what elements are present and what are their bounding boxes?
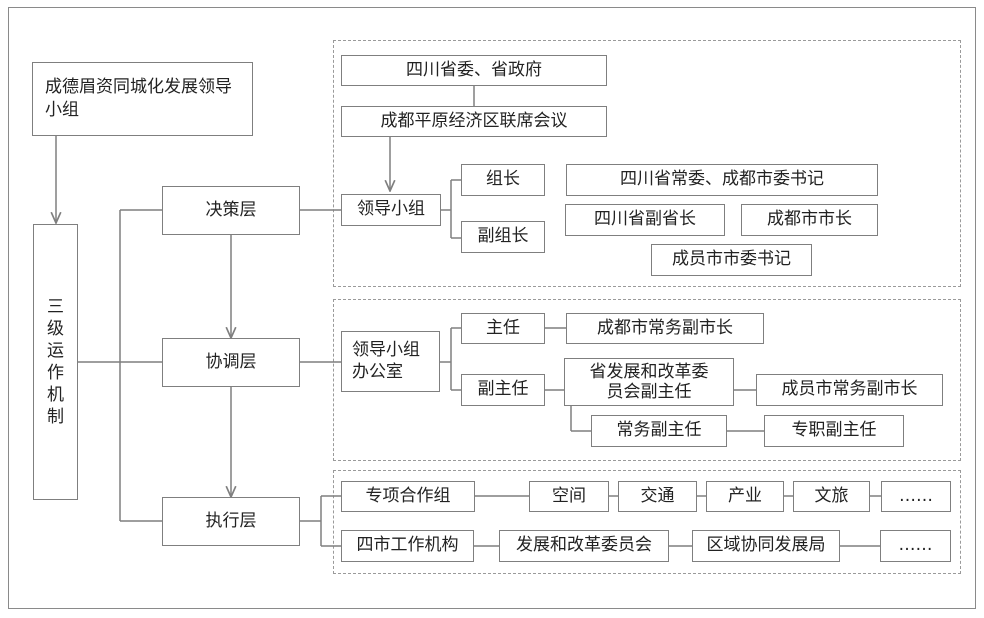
ndrc-deputy-label: 省发展和改革委员会副主任 (589, 361, 709, 402)
mechanism-char: 三 (47, 296, 64, 317)
leader-box: 组长 (461, 164, 545, 196)
tier-decision: 决策层 (162, 186, 300, 235)
member-exec-vice-mayors-box: 成员市常务副市长 (756, 374, 943, 406)
city-item-ndrc: 发展和改革委员会 (499, 530, 669, 562)
mechanism-box: 三 级 运 作 机 制 (33, 224, 78, 500)
office-box: 领导小组办公室 (341, 331, 440, 392)
task-item-space: 空间 (529, 481, 609, 512)
coordination-panel (333, 299, 961, 461)
deputy-leader-box: 副组长 (461, 221, 545, 253)
provincial-box: 四川省委、省政府 (341, 55, 607, 86)
ndrc-deputy-box: 省发展和改革委员会副主任 (564, 358, 734, 406)
tier-coordination: 协调层 (162, 338, 300, 387)
exec-deputy-director-box: 常务副主任 (591, 415, 727, 447)
deputy-governor-box: 四川省副省长 (565, 204, 725, 236)
mechanism-char: 机 (47, 385, 64, 406)
member-secretaries-box: 成员市市委书记 (651, 244, 812, 276)
group-title: 成德眉资同城化发展领导小组 (45, 77, 232, 120)
group-title-box: 成德眉资同城化发展领导小组 (32, 62, 253, 136)
task-item-more: …… (881, 481, 951, 512)
mechanism-char: 制 (47, 407, 64, 428)
office-label: 领导小组办公室 (352, 340, 420, 382)
execution-panel (333, 470, 961, 574)
city-item-regional-bureau: 区域协同发展局 (692, 530, 840, 562)
city-item-more: …… (880, 530, 951, 562)
decision-panel (333, 40, 961, 287)
chengdu-mayor-box: 成都市市长 (741, 204, 878, 236)
joint-meeting-box: 成都平原经济区联席会议 (341, 106, 607, 137)
diagram-frame (8, 7, 976, 609)
tier-execution: 执行层 (162, 497, 300, 546)
task-item-transport: 交通 (618, 481, 697, 512)
leader-post-box: 四川省常委、成都市委书记 (566, 164, 878, 196)
leading-group-box: 领导小组 (341, 194, 441, 226)
task-item-industry: 产业 (706, 481, 784, 512)
deputy-director-box: 副主任 (461, 374, 545, 406)
full-time-deputy-box: 专职副主任 (764, 415, 904, 447)
director-box: 主任 (461, 313, 545, 344)
mechanism-char: 作 (47, 363, 64, 383)
mechanism-char: 级 (47, 318, 64, 339)
task-item-culture-tourism: 文旅 (793, 481, 870, 512)
city-bodies-box: 四市工作机构 (341, 530, 474, 562)
director-post-box: 成都市常务副市长 (566, 313, 764, 344)
task-groups-box: 专项合作组 (341, 481, 475, 512)
mechanism-char: 运 (47, 340, 64, 361)
